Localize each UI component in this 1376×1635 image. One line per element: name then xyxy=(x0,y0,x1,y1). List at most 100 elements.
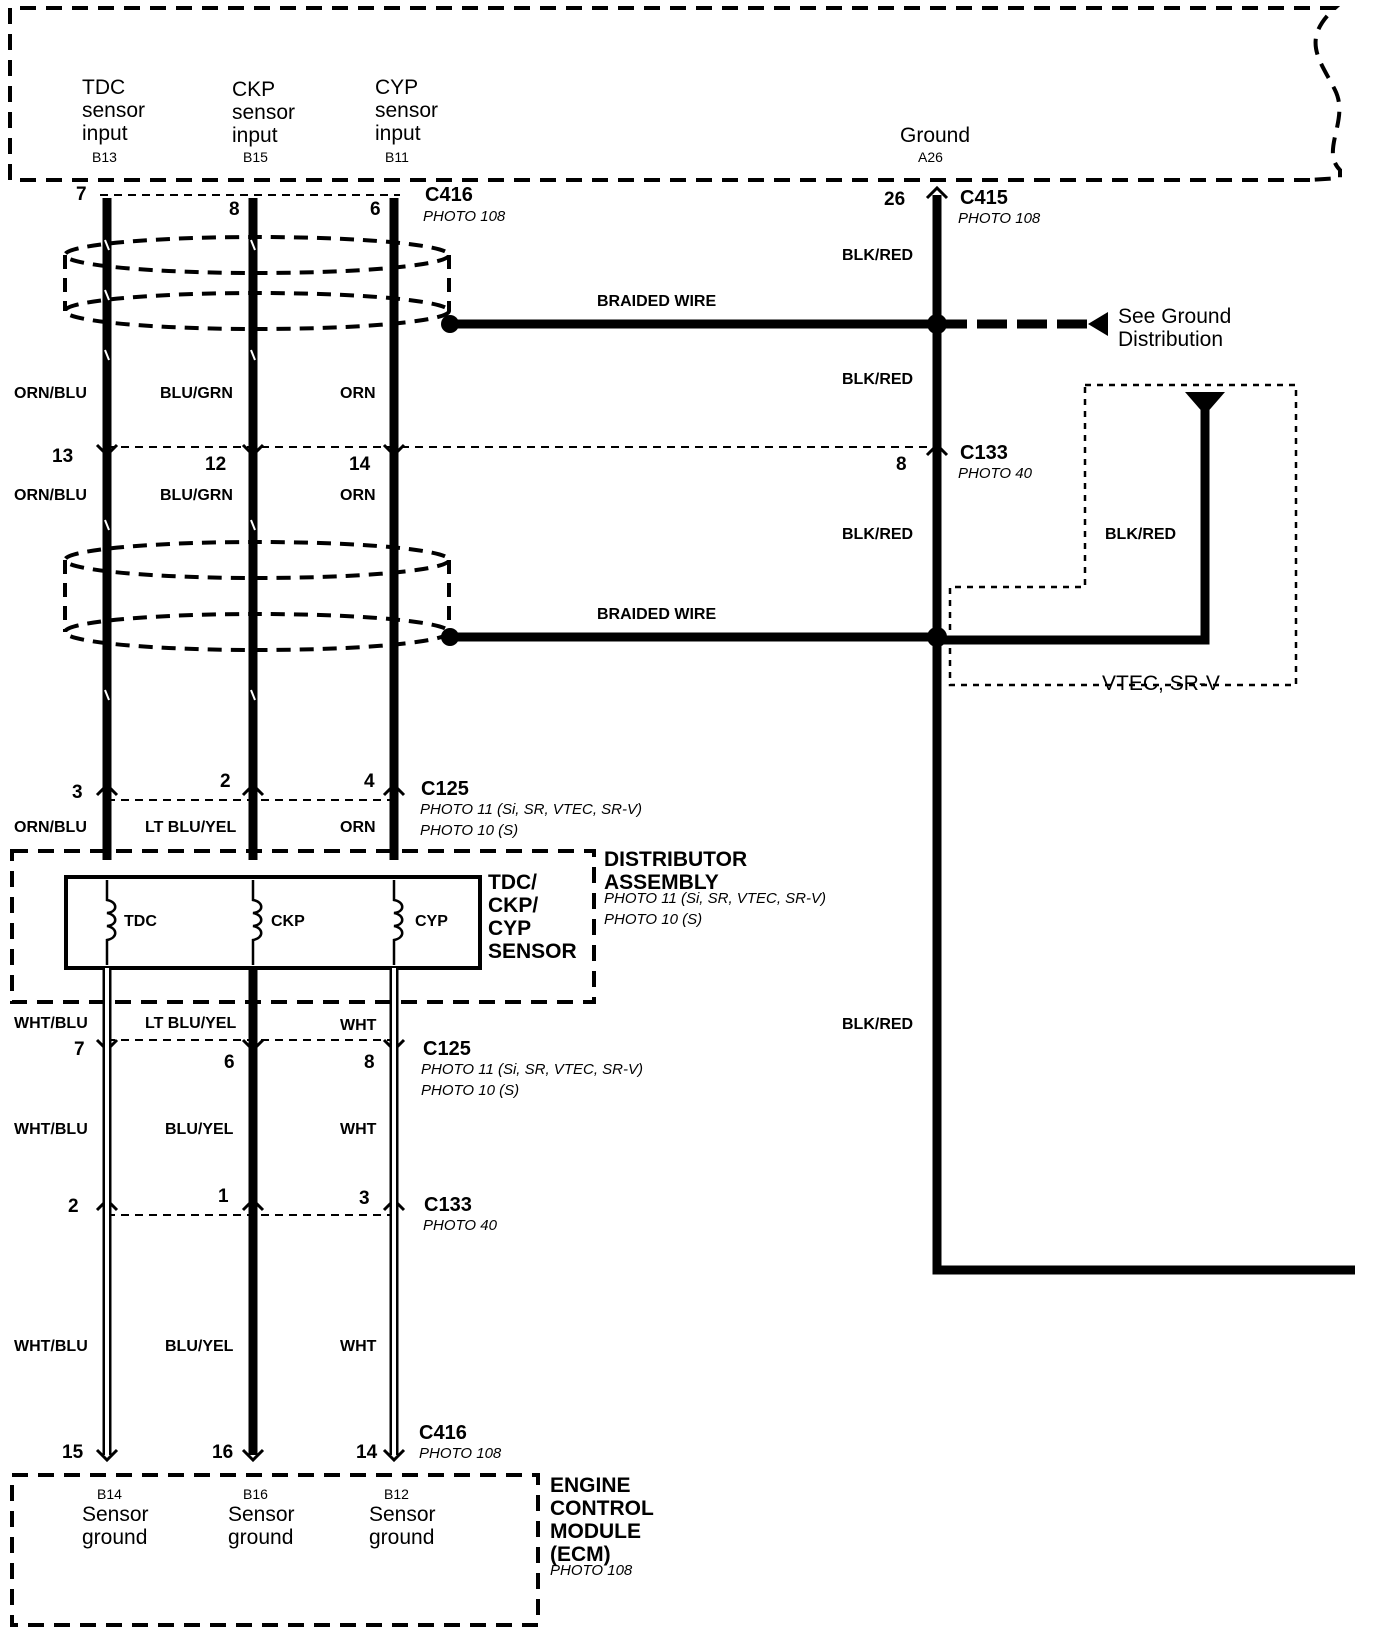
c125-bottom-pin-6: 6 xyxy=(224,1052,235,1073)
wire-stripes xyxy=(104,239,256,701)
ground-color-3: BLK/RED xyxy=(842,526,914,543)
tdc-input-pin: B13 xyxy=(92,149,117,165)
c125-bottom-name: C125 xyxy=(423,1038,471,1060)
braided-wire-label-upper: BRAIDED WIRE xyxy=(597,293,717,310)
c133-top-pin-14: 14 xyxy=(349,454,371,475)
vtec-option-box xyxy=(948,383,1298,687)
c125-bottom-pin-8: 8 xyxy=(364,1052,375,1073)
c125-top-name: C125 xyxy=(421,778,469,800)
splice-dots xyxy=(441,314,947,647)
signal-wires-upper xyxy=(102,198,399,860)
c125-top-pin-2: 2 xyxy=(220,771,231,792)
cyp-input-label: CYP sensor input xyxy=(375,76,439,145)
seg3-color-ckp: LT BLU/YEL xyxy=(145,819,237,836)
c133-top-name: C133 xyxy=(960,442,1008,464)
ecm-bottom-box xyxy=(10,1473,540,1627)
ground-label: Ground xyxy=(900,124,971,147)
ground-color-vtec: BLK/RED xyxy=(1105,526,1177,543)
cyp-input-pin: B11 xyxy=(385,149,409,165)
c133-bottom-photo: PHOTO 40 xyxy=(423,1217,497,1234)
distributor-title: DISTRIBUTOR ASSEMBLY xyxy=(604,848,748,894)
seg5-color-tdc: WHT/BLU xyxy=(14,1121,88,1138)
c125-top-photo-b: PHOTO 10 (S) xyxy=(420,822,519,839)
c133-top-photo: PHOTO 40 xyxy=(958,465,1032,482)
c416-bottom-pin-15: 15 xyxy=(62,1442,84,1463)
c416-pin-7: 7 xyxy=(76,184,87,205)
c133-top-pin-12: 12 xyxy=(205,454,227,475)
seg4-color-ckp: LT BLU/YEL xyxy=(145,1015,237,1032)
sensor-title: TDC/ CKP/ CYP SENSOR xyxy=(488,871,577,963)
seg6-color-tdc: WHT/BLU xyxy=(14,1338,88,1355)
seg6-color-cyp: WHT xyxy=(340,1338,377,1355)
c133-bottom-pin-2: 2 xyxy=(68,1196,79,1217)
distributor-assembly-box xyxy=(10,849,596,1004)
c416-bottom-photo: PHOTO 108 xyxy=(419,1445,502,1462)
c416-top-photo: PHOTO 108 xyxy=(423,208,506,225)
c416-bottom-pin-16: 16 xyxy=(212,1442,234,1463)
ground-wire xyxy=(932,195,1355,1275)
seg4-color-cyp: WHT xyxy=(340,1017,377,1034)
c416-top-name: C416 xyxy=(425,184,473,206)
seg2-color-tdc: ORN/BLU xyxy=(14,487,87,504)
ground-color-1: BLK/RED xyxy=(842,247,914,264)
seg5-color-ckp: BLU/YEL xyxy=(165,1121,234,1138)
braided-wires xyxy=(450,319,937,642)
ecm-top-box xyxy=(8,6,1342,182)
see-ground-distribution: See Ground Distribution xyxy=(1118,305,1232,351)
c416-pin-8: 8 xyxy=(229,199,240,220)
vtec-note: VTEC, SR-V xyxy=(1102,672,1220,695)
coil-label-tdc: TDC xyxy=(124,913,157,930)
ecm-title: ENGINE CONTROL MODULE (ECM) xyxy=(550,1474,654,1566)
c125-bottom-photo-a: PHOTO 11 (Si, SR, VTEC, SR-V) xyxy=(421,1061,643,1078)
seg1-color-tdc: ORN/BLU xyxy=(14,385,87,402)
seg3-color-cyp: ORN xyxy=(340,819,376,836)
c125-top-pin-3: 3 xyxy=(72,782,83,803)
ecm-ground-label-b16: Sensor ground xyxy=(228,1503,295,1549)
sensor-box xyxy=(64,875,482,970)
c416-bottom-pin-14: 14 xyxy=(356,1442,378,1463)
coil-label-cyp: CYP xyxy=(415,913,448,930)
c125-bottom-photo-b: PHOTO 10 (S) xyxy=(421,1082,520,1099)
ckp-input-pin: B15 xyxy=(243,149,268,165)
c133-bottom-pin-1: 1 xyxy=(218,1186,229,1207)
distributor-photo-a: PHOTO 11 (Si, SR, VTEC, SR-V) xyxy=(604,890,826,907)
ecm-ground-pin-b14: B14 xyxy=(97,1486,122,1502)
seg1-color-ckp: BLU/GRN xyxy=(160,385,233,402)
c125-top-photo-a: PHOTO 11 (Si, SR, VTEC, SR-V) xyxy=(420,801,642,818)
seg1-color-cyp: ORN xyxy=(340,385,376,402)
seg6-color-ckp: BLU/YEL xyxy=(165,1338,234,1355)
c133-top-ground-pin: 8 xyxy=(896,454,907,475)
ground-color-2: BLK/RED xyxy=(842,371,914,388)
seg2-color-ckp: BLU/GRN xyxy=(160,487,233,504)
c133-bottom-pin-3: 3 xyxy=(359,1188,370,1209)
ground-pin: A26 xyxy=(918,149,943,165)
ckp-input-label: CKP sensor input xyxy=(232,78,296,147)
ecm-ground-label-b12: Sensor ground xyxy=(369,1503,436,1549)
c125-top-pin-4: 4 xyxy=(364,771,375,792)
distributor-photo-b: PHOTO 10 (S) xyxy=(604,911,703,928)
c416-bottom-name: C416 xyxy=(419,1422,467,1444)
coil-label-ckp: CKP xyxy=(271,913,305,930)
c415-name: C415 xyxy=(960,187,1008,209)
ground-color-4: BLK/RED xyxy=(842,1016,914,1033)
c416-pin-6: 6 xyxy=(370,199,381,220)
c415-photo: PHOTO 108 xyxy=(958,210,1041,227)
ecm-photo: PHOTO 108 xyxy=(550,1562,633,1579)
ecm-ground-pin-b16: B16 xyxy=(243,1486,268,1502)
seg5-color-cyp: WHT xyxy=(340,1121,377,1138)
signal-wires-lower xyxy=(102,968,399,1455)
c125-bottom-pin-7: 7 xyxy=(74,1039,85,1060)
seg3-color-tdc: ORN/BLU xyxy=(14,819,87,836)
c133-bottom-name: C133 xyxy=(424,1194,472,1216)
c415-pin: 26 xyxy=(884,189,906,210)
seg4-color-tdc: WHT/BLU xyxy=(14,1015,88,1032)
c133-top-pin-13: 13 xyxy=(52,446,74,467)
tdc-input-label: TDC sensor input xyxy=(82,76,146,145)
sensor-coils xyxy=(105,880,404,965)
ecm-ground-pin-b12: B12 xyxy=(384,1486,409,1502)
seg2-color-cyp: ORN xyxy=(340,487,376,504)
braided-wire-label-lower: BRAIDED WIRE xyxy=(597,606,717,623)
ecm-ground-label-b14: Sensor ground xyxy=(82,1503,149,1549)
